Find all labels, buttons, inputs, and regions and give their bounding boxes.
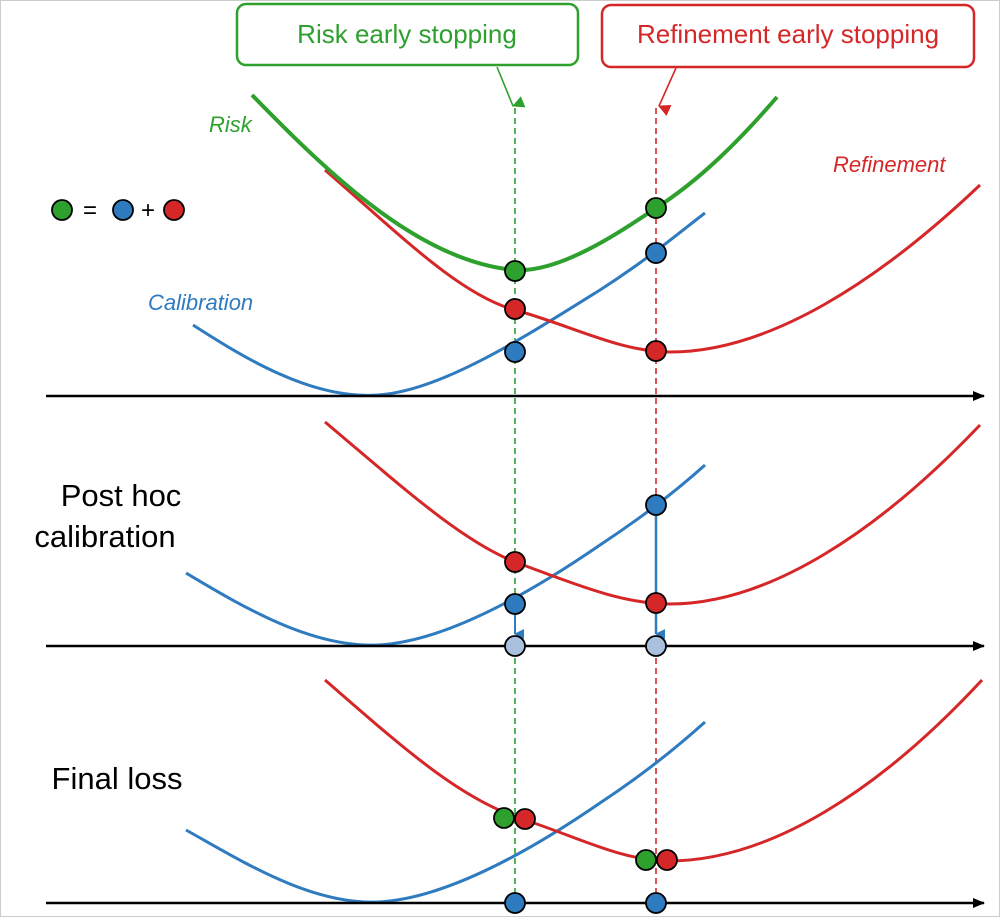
calibration-point-posthoc-refinement bbox=[645, 494, 667, 516]
risk-point-risk-stop bbox=[504, 260, 526, 282]
calibrated-point-refinement bbox=[645, 635, 667, 657]
refinement-curve-final bbox=[324, 678, 984, 863]
calibration-curve bbox=[192, 211, 706, 397]
risk-early-stopping-box: Risk early stopping bbox=[235, 2, 580, 67]
top-panel: Risk Refinement Calibration bbox=[46, 93, 985, 401]
refinement-point-posthoc-refinement bbox=[645, 592, 667, 614]
final-loss-label: Final loss bbox=[52, 761, 183, 796]
risk-point-final-refinement bbox=[635, 849, 657, 871]
calibration-curve-final bbox=[185, 720, 707, 904]
refinement-curve-posthoc bbox=[324, 420, 982, 606]
final-loss-panel: Final loss bbox=[46, 678, 985, 914]
refinement-point-final-risk bbox=[514, 808, 536, 830]
calibration-point-final-risk bbox=[504, 892, 526, 914]
legend-equals: = bbox=[83, 197, 97, 224]
calibration-curve-label: Calibration bbox=[148, 290, 253, 315]
legend-risk-marker bbox=[51, 199, 73, 221]
risk-point-final-risk bbox=[493, 807, 515, 829]
refinement-early-stopping-label: Refinement early stopping bbox=[637, 19, 939, 49]
legend-refinement-marker bbox=[163, 199, 185, 221]
refinement-point-risk-stop bbox=[504, 298, 526, 320]
refinement-point-refinement-stop bbox=[645, 340, 667, 362]
calibration-curve-posthoc bbox=[185, 463, 707, 647]
refinement-pointer-arrow bbox=[658, 67, 677, 116]
risk-curve-label: Risk bbox=[209, 112, 253, 137]
legend-plus: + bbox=[141, 197, 155, 224]
risk-point-refinement-stop bbox=[645, 197, 667, 219]
calibration-point-refinement-stop bbox=[645, 242, 667, 264]
calibration-point-posthoc-risk bbox=[504, 593, 526, 615]
risk-early-stopping-label: Risk early stopping bbox=[297, 19, 517, 49]
refinement-point-final-refinement bbox=[656, 849, 678, 871]
refinement-curve-label: Refinement bbox=[833, 152, 946, 177]
post-hoc-label-line1: Post hoc bbox=[61, 478, 182, 513]
risk-curve bbox=[250, 93, 779, 273]
post-hoc-label-line2: calibration bbox=[34, 519, 175, 554]
refinement-curve bbox=[324, 168, 982, 354]
risk-pointer-arrow bbox=[496, 66, 526, 108]
post-hoc-panel: Post hoc calibration bbox=[34, 420, 985, 657]
calibration-point-final-refinement bbox=[645, 892, 667, 914]
legend: = + bbox=[51, 197, 185, 224]
refinement-early-stopping-box: Refinement early stopping bbox=[600, 3, 976, 69]
refinement-point-posthoc-risk bbox=[504, 551, 526, 573]
calibration-point-risk-stop bbox=[504, 341, 526, 363]
calibrated-point-risk bbox=[504, 635, 526, 657]
legend-calibration-marker bbox=[112, 199, 134, 221]
